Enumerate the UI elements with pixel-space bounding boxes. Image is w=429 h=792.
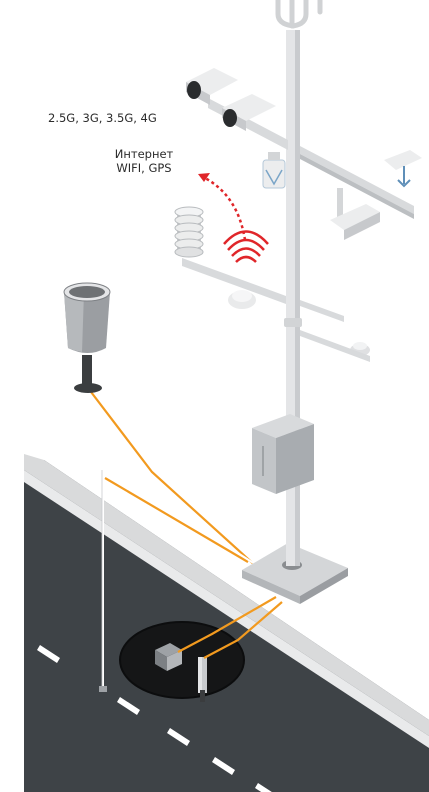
cloud [28,95,212,175]
rain-gauge [63,282,111,393]
white-cable [102,464,259,690]
ultrasonic-sensor [330,150,422,240]
orange-cables [87,387,283,659]
dotted-arrow-icon [198,173,247,241]
base-plate [242,543,348,604]
network-label: 2.5G, 3G, 3.5G, 4G [48,111,157,125]
internet-label: Интернет WIFI, GPS [112,147,176,175]
control-box [252,414,314,494]
middle-arm [182,258,344,322]
internet-label-line2: WIFI, GPS [116,161,172,175]
cctv-camera-lower [222,94,276,131]
cctv-camera-upper [186,68,238,105]
radiation-shield [174,206,204,258]
wind-sensor [262,152,286,189]
road [24,454,429,792]
ground-temperature-probe [198,657,207,702]
road-surface-sensor [155,643,182,671]
lane-markings [37,645,272,792]
internet-label-line1: Интернет [114,147,174,161]
dome-sensor [228,290,256,309]
lightning-rod [275,0,323,29]
wifi-signal-icon [223,230,269,263]
lower-arm [300,330,370,362]
